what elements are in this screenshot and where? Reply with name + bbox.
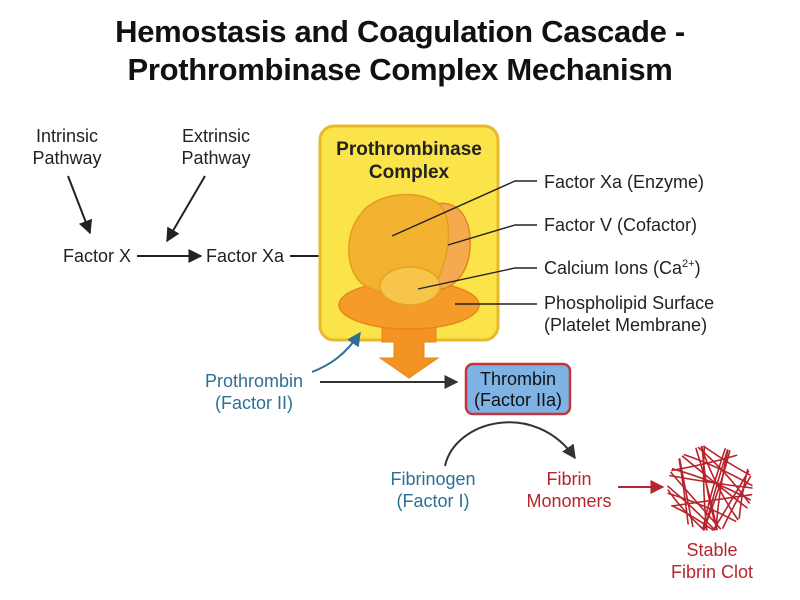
fibrin-strand — [671, 504, 714, 531]
leader-factor-xa — [391, 180, 537, 237]
leader-calcium — [417, 267, 537, 290]
label-phospholipid-1: Phospholipid Surface — [544, 293, 714, 313]
fibrin-strand — [667, 485, 716, 531]
prothrombin-label-2: (Factor II) — [215, 393, 293, 413]
fibrin-mesh-icon — [667, 445, 753, 531]
fibrin-strand — [695, 447, 718, 531]
fibrin-strand — [678, 458, 689, 525]
extrinsic-pathway-label-2: Pathway — [181, 148, 250, 168]
fibrin-monomers-label-1: Fibrin — [546, 469, 591, 489]
extrinsic-pathway-label-1: Extrinsic — [182, 126, 250, 146]
page-title-line-1: Hemostasis and Coagulation Cascade - — [115, 14, 685, 49]
stable-clot-label-2: Fibrin Clot — [671, 562, 753, 582]
fibrinogen-label-1: Fibrinogen — [390, 469, 475, 489]
fibrin-strand — [702, 450, 731, 531]
thrombin-box — [464, 362, 572, 416]
label-phospholipid-2: (Platelet Membrane) — [544, 315, 707, 335]
fibrin-strand — [697, 446, 750, 504]
fibrin-strand — [667, 492, 737, 523]
prothrombin-label-1: Prothrombin — [205, 371, 303, 391]
extrinsic-arrow — [166, 175, 206, 243]
stable-clot-label-1: Stable — [686, 540, 737, 560]
fibrin-strand — [738, 468, 749, 519]
fibrin-strand — [722, 475, 752, 529]
fibrinogen-label-2: (Factor I) — [396, 491, 469, 511]
factor-x-label: Factor X — [63, 246, 131, 266]
fibrin-strand — [702, 448, 726, 531]
intrinsic-pathway-label-2: Pathway — [32, 148, 101, 168]
label-factor-xa-enzyme: Factor Xa (Enzyme) — [544, 172, 704, 192]
label-factor-v-cofactor: Factor V (Cofactor) — [544, 215, 697, 235]
complex-title-1: Prothrombinase — [336, 139, 482, 160]
thrombin-label-1: Thrombin — [480, 369, 556, 389]
intrinsic-arrow — [67, 175, 92, 235]
calcium-ions-shape — [379, 266, 441, 306]
complex-title-2: Complex — [369, 162, 450, 183]
thrombin-label-2: (Factor IIa) — [474, 390, 562, 410]
thrombin-catalysis-arrow — [444, 421, 576, 467]
leader-factor-v — [447, 224, 537, 246]
product-output-arrow — [378, 321, 440, 379]
factor-xa-label: Factor Xa — [206, 246, 285, 266]
fibrin-strand — [671, 454, 738, 472]
fibrin-strand — [667, 489, 705, 531]
page-title-line-2: Prothrombinase Complex Mechanism — [127, 52, 673, 87]
fibrin-strand — [681, 455, 748, 509]
intrinsic-pathway-label-1: Intrinsic — [36, 126, 98, 146]
label-calcium-ions: Calcium Ions (Ca2+) — [544, 258, 701, 278]
prothrombin-to-complex-arrow — [311, 331, 361, 373]
fibrin-monomers-label-2: Monomers — [526, 491, 611, 511]
